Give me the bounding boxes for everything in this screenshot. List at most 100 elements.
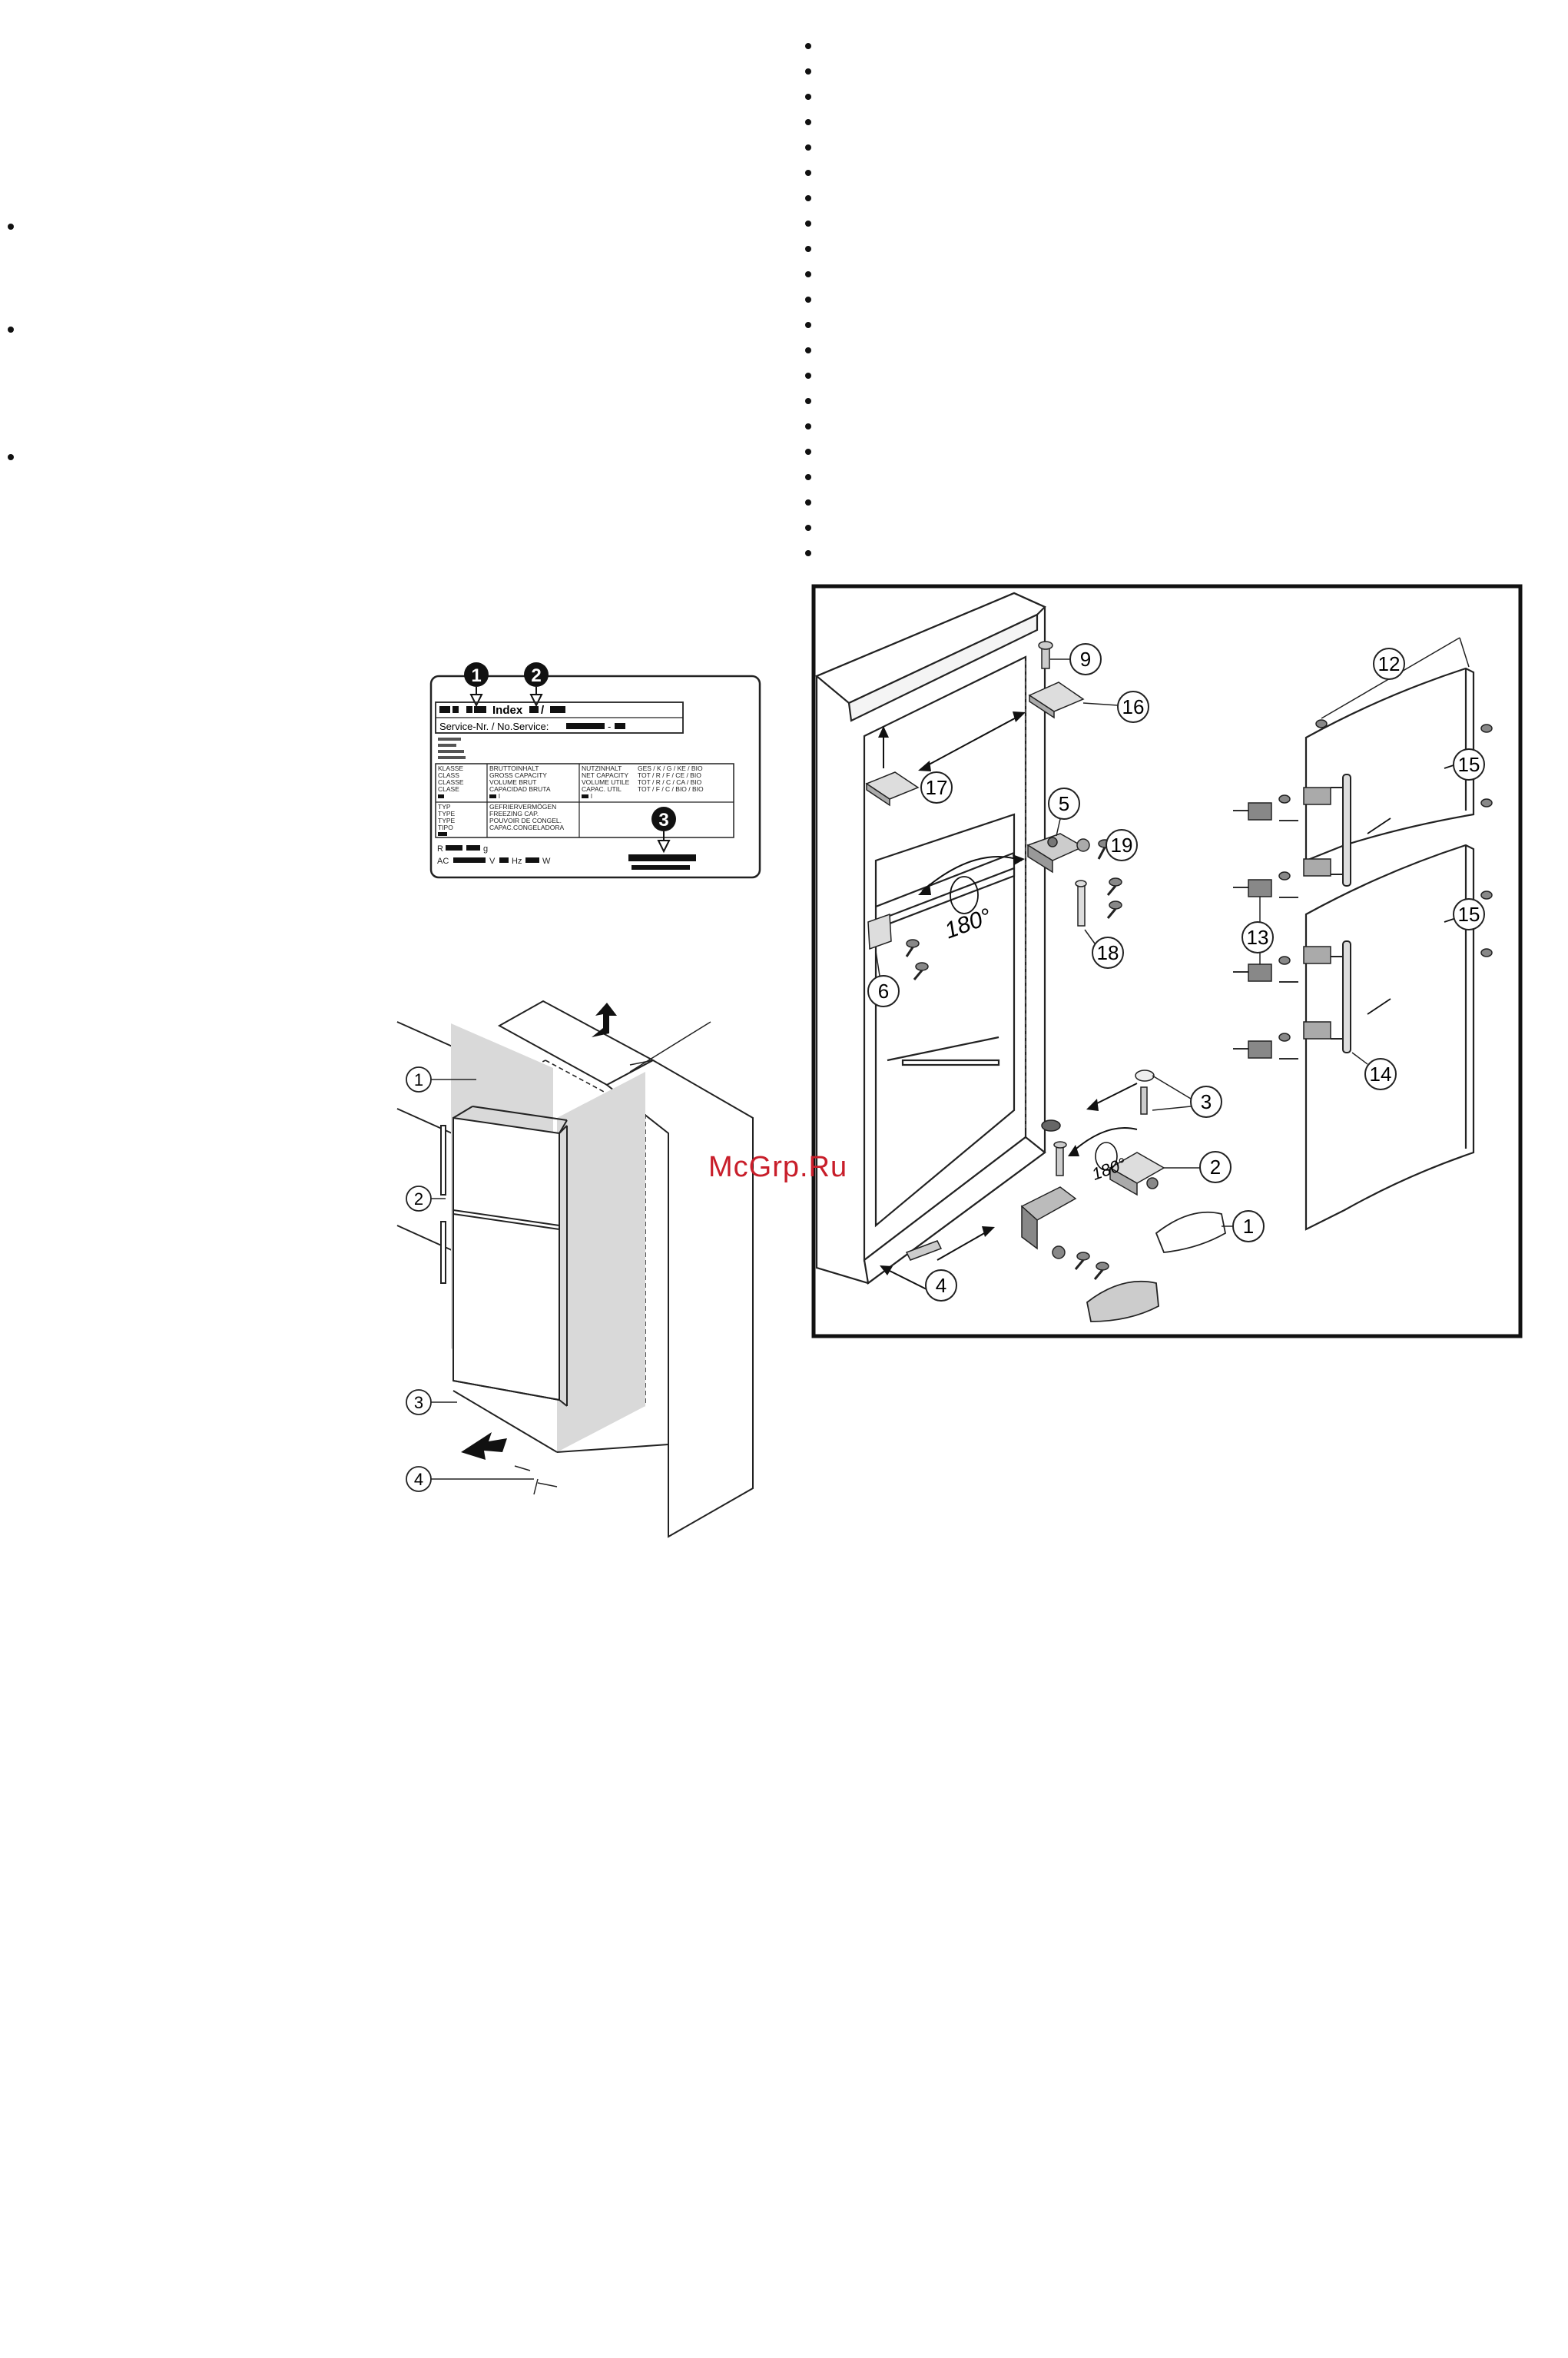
bullet-right bbox=[805, 195, 811, 201]
svg-text:CLASSE: CLASSE bbox=[438, 778, 464, 786]
bullet-right bbox=[805, 271, 811, 277]
bullet-right bbox=[805, 170, 811, 176]
bullet-right bbox=[805, 423, 811, 429]
bullet-left-3 bbox=[8, 454, 14, 460]
bullet-right bbox=[805, 499, 811, 506]
svg-text:3: 3 bbox=[658, 810, 668, 831]
rating-label-figure: 1 2 Index / Service-Nr. / No.Service: - bbox=[429, 662, 761, 879]
door-callout-5: 5 bbox=[1048, 788, 1080, 837]
svg-text:15: 15 bbox=[1458, 753, 1480, 776]
svg-text:CAPAC. UTIL: CAPAC. UTIL bbox=[582, 785, 622, 793]
svg-text:1: 1 bbox=[414, 1070, 423, 1089]
bullet-right bbox=[805, 119, 811, 125]
svg-text:3: 3 bbox=[414, 1393, 423, 1412]
bullet-right bbox=[805, 246, 811, 252]
bottom-hinge bbox=[1020, 1070, 1165, 1280]
bottom-cover-plug bbox=[905, 1240, 943, 1261]
bullet-right bbox=[805, 449, 811, 455]
svg-text:-: - bbox=[608, 721, 611, 732]
nut-19 bbox=[1076, 838, 1090, 852]
door-callout-16: 16 bbox=[1082, 691, 1149, 723]
door-callout-17: 17 bbox=[920, 771, 953, 804]
stop-pieces-13 bbox=[1248, 802, 1272, 1059]
door-hinge-blocks bbox=[1303, 787, 1331, 1040]
svg-text:TOT / R / C / CA / BIO: TOT / R / C / CA / BIO bbox=[638, 778, 702, 786]
svg-text:GROSS CAPACITY: GROSS CAPACITY bbox=[489, 771, 547, 779]
svg-text:2: 2 bbox=[531, 665, 541, 686]
svg-text:19: 19 bbox=[1111, 834, 1133, 857]
door-handles bbox=[1331, 774, 1351, 1053]
svg-text:9: 9 bbox=[1080, 648, 1091, 671]
bullet-right bbox=[805, 398, 811, 404]
hinge-17 bbox=[865, 771, 920, 807]
install-callout-3: 3 bbox=[406, 1389, 457, 1415]
door-reversal-figure: 180° bbox=[811, 584, 1523, 1338]
bullet-right bbox=[805, 43, 811, 49]
svg-text:BRUTTOINHALT: BRUTTOINHALT bbox=[489, 764, 539, 772]
label-callout-3: 3 bbox=[628, 807, 696, 870]
door-callout-19: 19 bbox=[1106, 829, 1138, 861]
install-callouts: 1 2 3 4 bbox=[406, 1066, 534, 1492]
watermark-text: McGrp.Ru bbox=[708, 1151, 848, 1183]
install-callout-2: 2 bbox=[406, 1186, 446, 1212]
svg-text:W: W bbox=[542, 857, 551, 866]
bullet-right bbox=[805, 373, 811, 379]
svg-text:AC: AC bbox=[437, 857, 449, 866]
svg-text:V: V bbox=[489, 857, 496, 866]
svg-text:16: 16 bbox=[1122, 695, 1145, 718]
svg-text:TYP: TYP bbox=[438, 803, 451, 811]
svg-text:TYPE: TYPE bbox=[438, 810, 456, 818]
door-callouts: 9 16 17 5 19 18 6 bbox=[867, 643, 1485, 1302]
door-callout-12: 12 bbox=[1373, 648, 1405, 680]
hinge-16 bbox=[1028, 682, 1085, 719]
bullet-right bbox=[805, 474, 811, 480]
svg-text:VOLUME UTILE: VOLUME UTILE bbox=[582, 778, 630, 786]
svg-text:R: R bbox=[437, 844, 443, 854]
svg-text:18: 18 bbox=[1097, 941, 1119, 964]
door-callout-2: 2 bbox=[1164, 1151, 1232, 1183]
label-callout-2: 2 bbox=[524, 662, 549, 708]
screws-middle bbox=[1097, 839, 1122, 919]
svg-text:TOT / F / C / BIO / BIO: TOT / F / C / BIO / BIO bbox=[638, 785, 704, 793]
svg-text:Hz: Hz bbox=[512, 857, 522, 866]
svg-text:POUVOIR DE CONGEL.: POUVOIR DE CONGEL. bbox=[489, 817, 562, 824]
svg-text:l: l bbox=[591, 792, 592, 800]
svg-text:TIPO: TIPO bbox=[438, 824, 453, 831]
door-callout-15-top: 15 bbox=[1453, 748, 1485, 781]
bullet-right bbox=[805, 221, 811, 227]
svg-text:15: 15 bbox=[1458, 903, 1480, 926]
svg-text:NET CAPACITY: NET CAPACITY bbox=[582, 771, 628, 779]
bullet-right bbox=[805, 322, 811, 328]
svg-text:1: 1 bbox=[471, 665, 481, 686]
bullet-right bbox=[805, 297, 811, 303]
svg-text:TYPE: TYPE bbox=[438, 817, 456, 824]
svg-text:VOLUME BRUT: VOLUME BRUT bbox=[489, 778, 536, 786]
pin-9 bbox=[1038, 641, 1053, 669]
svg-text:3: 3 bbox=[1201, 1090, 1212, 1113]
svg-text:4: 4 bbox=[414, 1470, 423, 1489]
install-callout-1: 1 bbox=[406, 1066, 476, 1093]
stop-arrows bbox=[1233, 760, 1468, 1060]
door-callout-9: 9 bbox=[1050, 643, 1102, 675]
svg-text:2: 2 bbox=[1210, 1156, 1221, 1179]
installation-figure bbox=[396, 1000, 754, 1538]
svg-text:1: 1 bbox=[1243, 1215, 1254, 1238]
label-index-text: Index bbox=[492, 704, 523, 717]
door-callout-1: 1 bbox=[1222, 1210, 1265, 1242]
label-service-text: Service-Nr. / No.Service: bbox=[439, 721, 549, 732]
svg-text:4: 4 bbox=[936, 1274, 946, 1297]
door-callout-14: 14 bbox=[1351, 1052, 1397, 1090]
door-callout-4: 4 bbox=[925, 1269, 957, 1302]
bullet-right bbox=[805, 550, 811, 556]
svg-text:6: 6 bbox=[878, 980, 889, 1003]
bullet-right bbox=[805, 525, 811, 531]
svg-text:CAPACIDAD BRUTA: CAPACIDAD BRUTA bbox=[489, 785, 551, 793]
bullet-right bbox=[805, 68, 811, 75]
hinge-caps-1 bbox=[1086, 1211, 1227, 1322]
svg-text:g: g bbox=[483, 844, 488, 854]
bullet-left-1 bbox=[8, 224, 14, 230]
door-callout-6: 6 bbox=[867, 950, 900, 1007]
svg-text:TOT / R / F / CE / BIO: TOT / R / F / CE / BIO bbox=[638, 771, 701, 779]
svg-text:13: 13 bbox=[1247, 926, 1269, 949]
